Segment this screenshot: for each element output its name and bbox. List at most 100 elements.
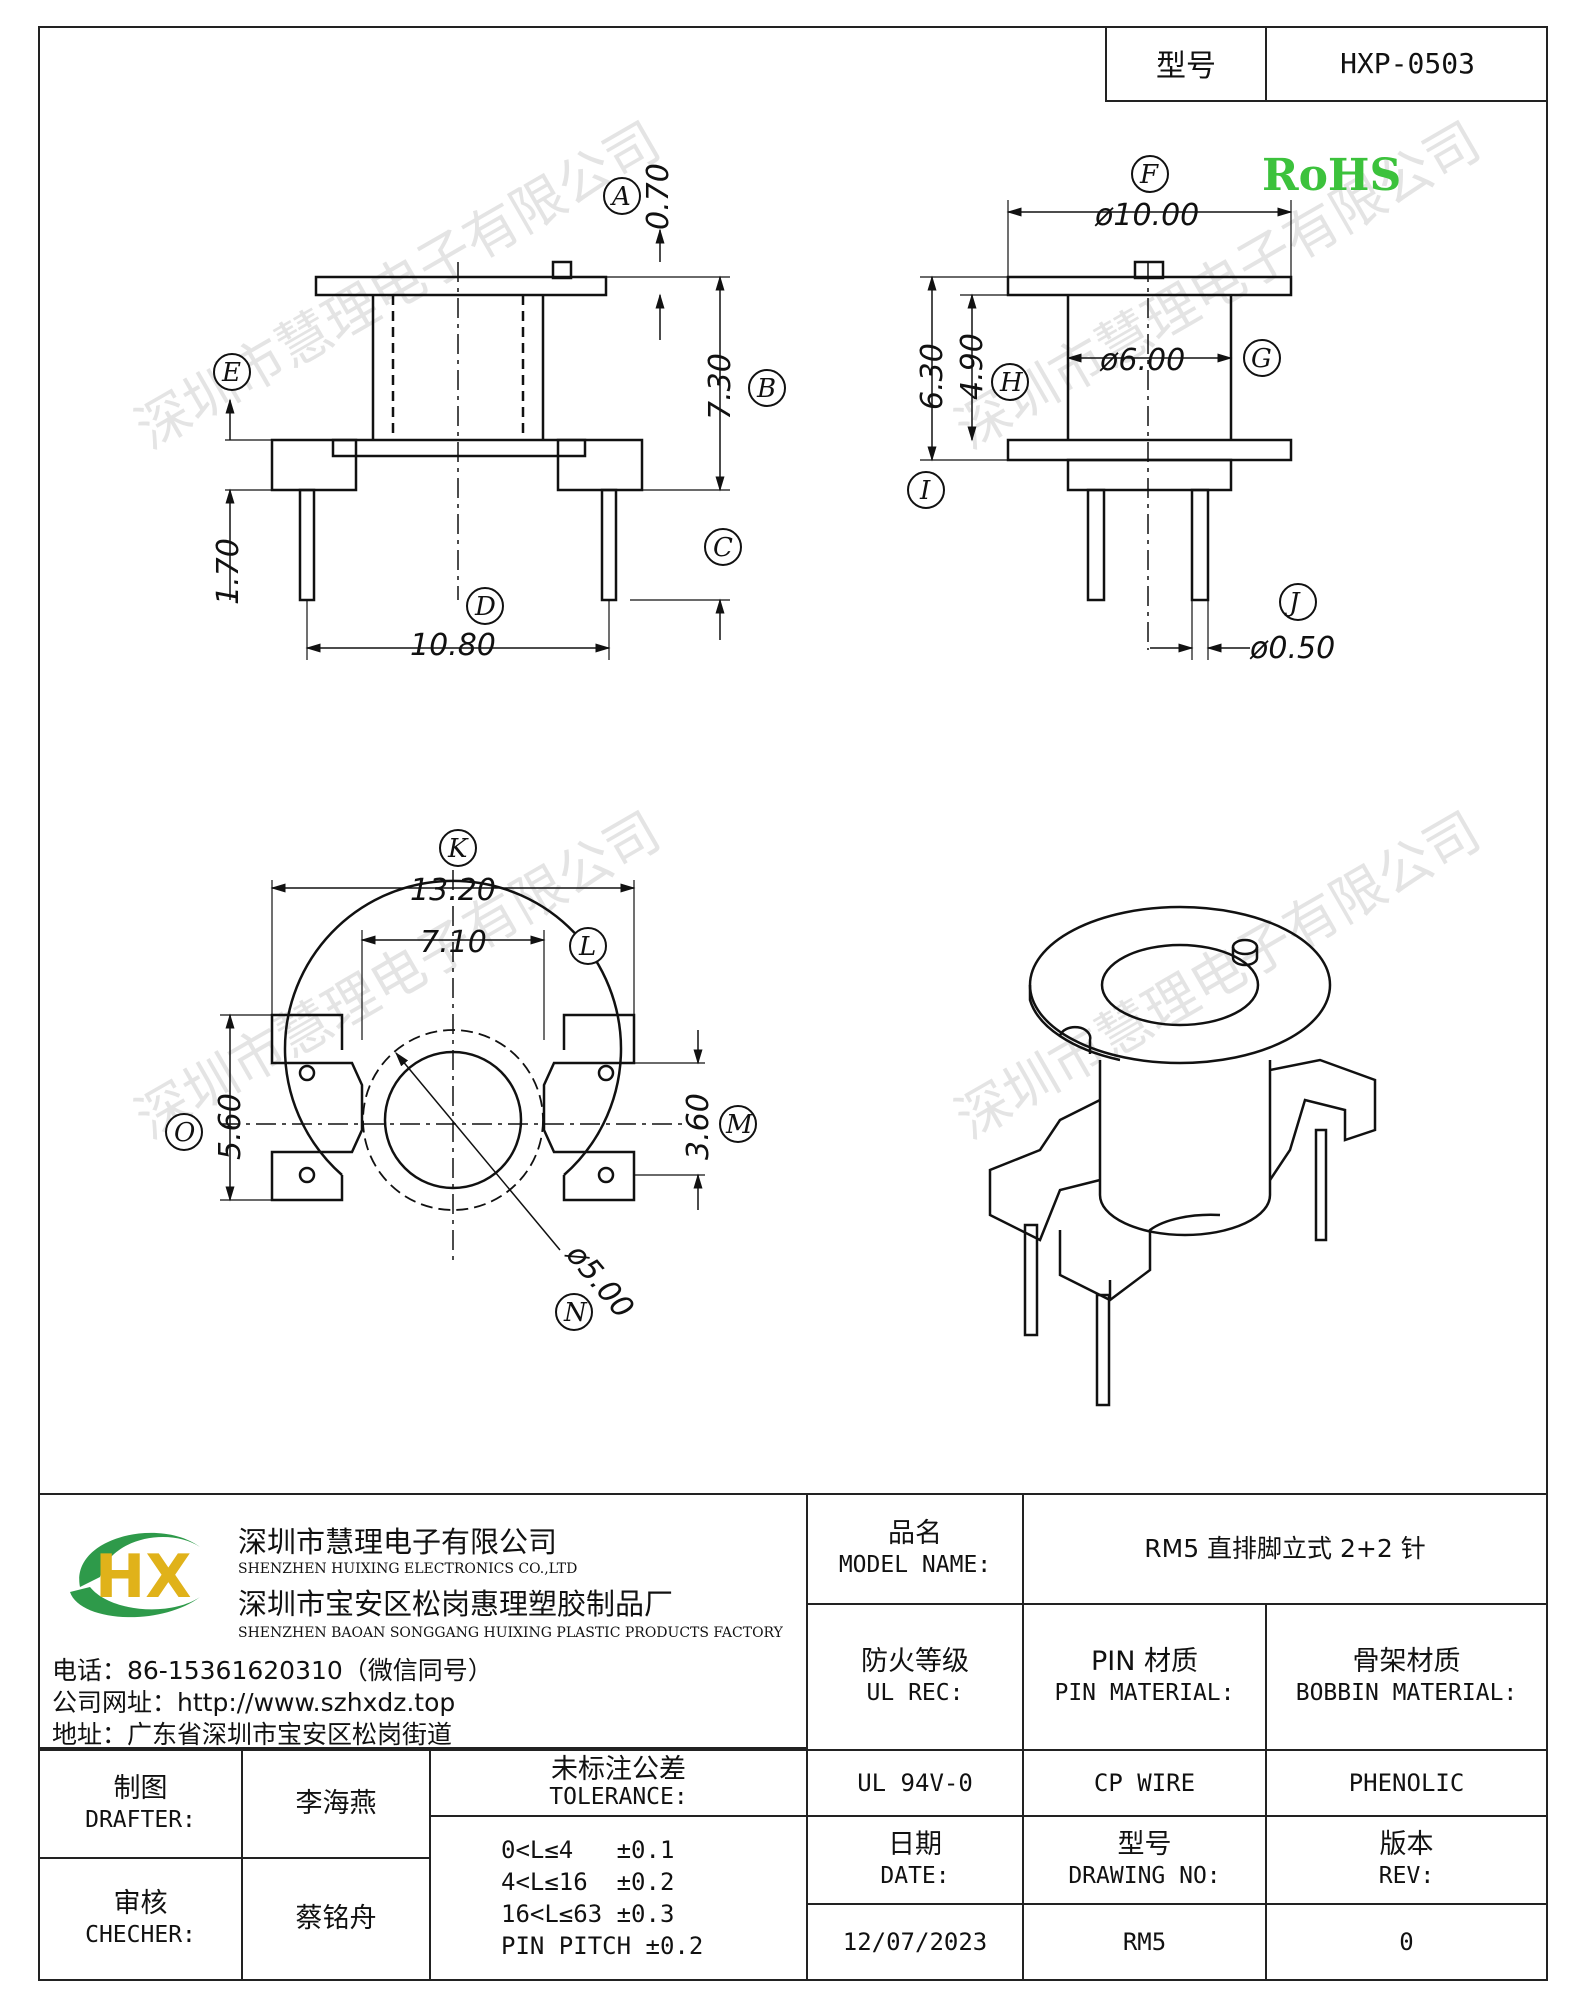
date-value: 12/07/2023 bbox=[842, 1928, 988, 1956]
revision-value-cell: 0 bbox=[1265, 1903, 1548, 1981]
side-view bbox=[920, 200, 1293, 660]
svg-text:A: A bbox=[610, 182, 631, 212]
model-name-label: 品名 MODEL NAME: bbox=[806, 1493, 1024, 1605]
tolerance-row: 4<L≤16 ±0.2 bbox=[501, 1868, 675, 1896]
svg-text:C: C bbox=[713, 533, 733, 563]
drafter-name: 李海燕 bbox=[295, 1788, 377, 1819]
marker-J: J bbox=[1279, 583, 1317, 621]
marker-E: E bbox=[213, 353, 251, 391]
company-name-cn: 深圳市慧理电子有限公司 bbox=[238, 1525, 558, 1559]
watermark-3: 深圳市慧理电子有限公司 bbox=[125, 800, 671, 1152]
bobbin-material-value: PHENOLIC bbox=[1348, 1769, 1465, 1797]
model-box-value: HXP-0503 bbox=[1340, 46, 1475, 80]
company-logo: HX bbox=[70, 1532, 200, 1618]
watermark-4: 深圳市慧理电子有限公司 bbox=[945, 800, 1491, 1152]
dim-A-value: 0.70 bbox=[641, 163, 676, 230]
dim-H-value: 4.90 bbox=[955, 333, 990, 400]
marker-K: K bbox=[439, 829, 477, 867]
marker-A: A bbox=[603, 177, 641, 215]
model-box: 型号 HXP-0503 bbox=[1105, 26, 1548, 102]
revision-en: REV: bbox=[1378, 1863, 1435, 1889]
svg-text:G: G bbox=[1251, 344, 1272, 374]
drafter-label: 制图 DRAFTER: bbox=[38, 1749, 243, 1859]
svg-text:N: N bbox=[563, 1298, 588, 1328]
dimension-markers: A B C D E F G H I J K L M N O bbox=[165, 155, 1317, 1331]
model-name-en: MODEL NAME: bbox=[838, 1552, 992, 1578]
pin-material-label: PIN 材质 PIN MATERIAL: bbox=[1022, 1603, 1267, 1751]
svg-text:K: K bbox=[447, 834, 469, 864]
marker-C: C bbox=[704, 528, 742, 566]
dim-I-value: 6.30 bbox=[915, 343, 950, 410]
factory-name-en: SHENZHEN BAOAN SONGGANG HUIXING PLASTIC … bbox=[238, 1625, 783, 1641]
svg-text:J: J bbox=[1284, 588, 1301, 618]
drawing-no-value-cell: RM5 bbox=[1022, 1903, 1267, 1981]
fire-rating-label: 防火等级 UL REC: bbox=[806, 1603, 1024, 1751]
revision-label: 版本 REV: bbox=[1265, 1815, 1548, 1905]
model-name-value: RM5 直排脚立式 2+2 针 bbox=[1144, 1534, 1426, 1563]
model-name-cn: 品名 bbox=[888, 1518, 942, 1549]
revision-value: 0 bbox=[1399, 1928, 1414, 1956]
date-cn: 日期 bbox=[888, 1829, 942, 1860]
dim-M-value: 3.60 bbox=[681, 1093, 716, 1160]
bobbin-material-cn: 骨架材质 bbox=[1352, 1646, 1461, 1677]
date-label: 日期 DATE: bbox=[806, 1815, 1024, 1905]
date-en: DATE: bbox=[880, 1863, 950, 1889]
dim-L-value: 7.10 bbox=[420, 925, 487, 960]
logo-text: HX bbox=[95, 1542, 191, 1612]
bobbin-material-label: 骨架材质 BOBBIN MATERIAL: bbox=[1265, 1603, 1548, 1751]
dim-O-value: 5.60 bbox=[213, 1093, 248, 1160]
dim-G-value: ø6.00 bbox=[1099, 343, 1185, 378]
marker-O: O bbox=[165, 1113, 203, 1151]
svg-text:B: B bbox=[756, 374, 776, 404]
company-address: 地址：广东省深圳市宝安区松岗街道 bbox=[52, 1720, 453, 1749]
checker-name-cell: 蔡铭舟 bbox=[241, 1857, 431, 1981]
technical-drawing: 深圳市慧理电子有限公司 深圳市慧理电子有限公司 深圳市慧理电子有限公司 深圳市慧… bbox=[125, 110, 1491, 1407]
svg-text:E: E bbox=[221, 358, 241, 388]
model-name-value-cell: RM5 直排脚立式 2+2 针 bbox=[1022, 1493, 1548, 1605]
company-website: 公司网址：http://www.szhxdz.top bbox=[52, 1688, 456, 1717]
svg-text:H: H bbox=[999, 368, 1024, 398]
model-box-label: 型号 bbox=[1107, 26, 1267, 100]
fire-rating-en: UL REC: bbox=[866, 1680, 964, 1706]
pin-material-value-cell: CP WIRE bbox=[1022, 1749, 1267, 1817]
tolerance-row: 0<L≤4 ±0.1 bbox=[501, 1836, 675, 1864]
checker-name: 蔡铭舟 bbox=[295, 1903, 377, 1934]
front-view bbox=[225, 228, 730, 660]
marker-I: I bbox=[907, 471, 945, 509]
checker-en: CHECHER: bbox=[85, 1922, 196, 1948]
dim-170-value: 1.70 bbox=[211, 538, 246, 605]
fire-rating-cn: 防火等级 bbox=[861, 1646, 969, 1677]
company-phone: 电话：86-15361620310（微信同号） bbox=[52, 1656, 493, 1685]
bottom-view bbox=[220, 870, 705, 1260]
factory-name-cn: 深圳市宝安区松岗惠理塑胶制品厂 bbox=[238, 1587, 674, 1621]
drawing-no-en: DRAWING NO: bbox=[1068, 1863, 1221, 1889]
bobbin-material-value-cell: PHENOLIC bbox=[1265, 1749, 1548, 1817]
company-info: HX 深圳市慧理电子有限公司 SHENZHEN HUIXING ELECTRON… bbox=[38, 1493, 808, 1749]
watermark-2: 深圳市慧理电子有限公司 bbox=[945, 110, 1491, 462]
dim-D-value: 10.80 bbox=[410, 628, 496, 663]
date-value-cell: 12/07/2023 bbox=[806, 1903, 1024, 1981]
checker-cn: 审核 bbox=[113, 1888, 168, 1919]
pin-material-value: CP WIRE bbox=[1093, 1769, 1196, 1797]
tolerance-label: 未标注公差 TOLERANCE: bbox=[429, 1749, 808, 1817]
svg-text:F: F bbox=[1139, 160, 1159, 190]
tolerance-row: PIN PITCH ±0.2 bbox=[501, 1932, 704, 1960]
rohs-logo: RoHS bbox=[1262, 150, 1401, 201]
revision-cn: 版本 bbox=[1379, 1829, 1434, 1860]
marker-F: F bbox=[1131, 155, 1169, 193]
dim-J-value: ø0.50 bbox=[1249, 631, 1335, 666]
bobbin-material-en: BOBBIN MATERIAL: bbox=[1295, 1680, 1518, 1706]
fire-rating-value: UL 94V-0 bbox=[857, 1769, 973, 1797]
svg-text:D: D bbox=[474, 592, 496, 622]
drafter-cn: 制图 bbox=[113, 1773, 168, 1804]
title-block: HX 深圳市慧理电子有限公司 SHENZHEN HUIXING ELECTRON… bbox=[38, 1493, 1548, 1981]
tolerance-values: 0<L≤4 ±0.1 4<L≤16 ±0.2 16<L≤63 ±0.3 PIN … bbox=[429, 1815, 808, 1981]
marker-D: D bbox=[466, 587, 504, 625]
company-name-en: SHENZHEN HUIXING ELECTRONICS CO.,LTD bbox=[238, 1561, 578, 1577]
svg-text:O: O bbox=[174, 1118, 195, 1148]
marker-L: L bbox=[569, 927, 607, 965]
fire-rating-value-cell: UL 94V-0 bbox=[806, 1749, 1024, 1817]
marker-N: N bbox=[555, 1293, 593, 1331]
marker-H: H bbox=[991, 363, 1029, 401]
isometric-view bbox=[988, 905, 1377, 1407]
